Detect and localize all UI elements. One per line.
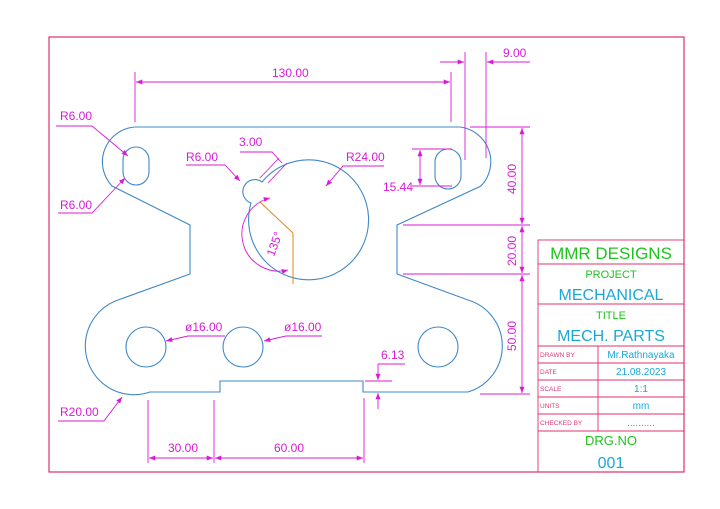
right-slot <box>434 148 462 190</box>
dimension-lines <box>56 52 530 463</box>
checked-by-value: .......... <box>627 418 655 429</box>
project-label: PROJECT <box>585 269 637 281</box>
dim-40: 40.00 <box>505 164 519 194</box>
dim-60: 60.00 <box>274 441 304 455</box>
outer-profile <box>84 126 503 396</box>
dim-3: 3.00 <box>239 135 263 149</box>
company-name: MMR DESIGNS <box>550 244 672 263</box>
hole-right <box>417 326 459 368</box>
dim-r6-top: R6.00 <box>60 109 92 123</box>
title-label: TITLE <box>596 310 626 322</box>
units-label: UNITS <box>540 403 560 410</box>
scale-value: 1:1 <box>634 384 648 395</box>
title-block: MMR DESIGNS PROJECT MECHANICAL TITLE MEC… <box>537 239 685 473</box>
hole-middle <box>222 326 264 368</box>
project-value: MECHANICAL <box>559 287 664 304</box>
hole-left <box>125 326 167 368</box>
part-outline <box>84 126 503 396</box>
drawn-by-value: Mr.Rathnayaka <box>607 350 675 361</box>
dim-dia16-left: ø16.00 <box>185 320 223 334</box>
scale-label: SCALE <box>540 386 562 393</box>
drawn-by-label: DRAWN BY <box>540 352 575 359</box>
dim-dia16-right: ø16.00 <box>284 320 322 334</box>
keyhole-bore <box>242 159 370 281</box>
dim-angle: 135° <box>264 230 286 258</box>
dim-r20: R20.00 <box>60 405 99 419</box>
dim-r6-bottom: R6.00 <box>60 198 92 212</box>
units-value: mm <box>633 401 650 412</box>
dim-20: 20.00 <box>505 236 519 266</box>
drg-no-label: DRG.NO <box>585 433 637 448</box>
date-value: 21.08.2023 <box>616 367 666 378</box>
dim-9: 9.00 <box>503 46 527 60</box>
checked-by-label: CHECKED BY <box>540 420 583 427</box>
dim-6-13: 6.13 <box>381 348 405 362</box>
title-value: MECH. PARTS <box>557 328 665 345</box>
dim-50: 50.00 <box>505 321 519 351</box>
date-label: DATE <box>540 369 558 376</box>
dim-30: 30.00 <box>168 441 198 455</box>
left-slot <box>122 146 150 186</box>
dim-r6-keyhole: R6.00 <box>186 150 218 164</box>
dim-15-44: 15.44 <box>383 180 413 194</box>
dim-r24: R24.00 <box>346 150 385 164</box>
dim-130: 130.00 <box>272 66 309 80</box>
drg-no-value: 001 <box>598 455 625 472</box>
